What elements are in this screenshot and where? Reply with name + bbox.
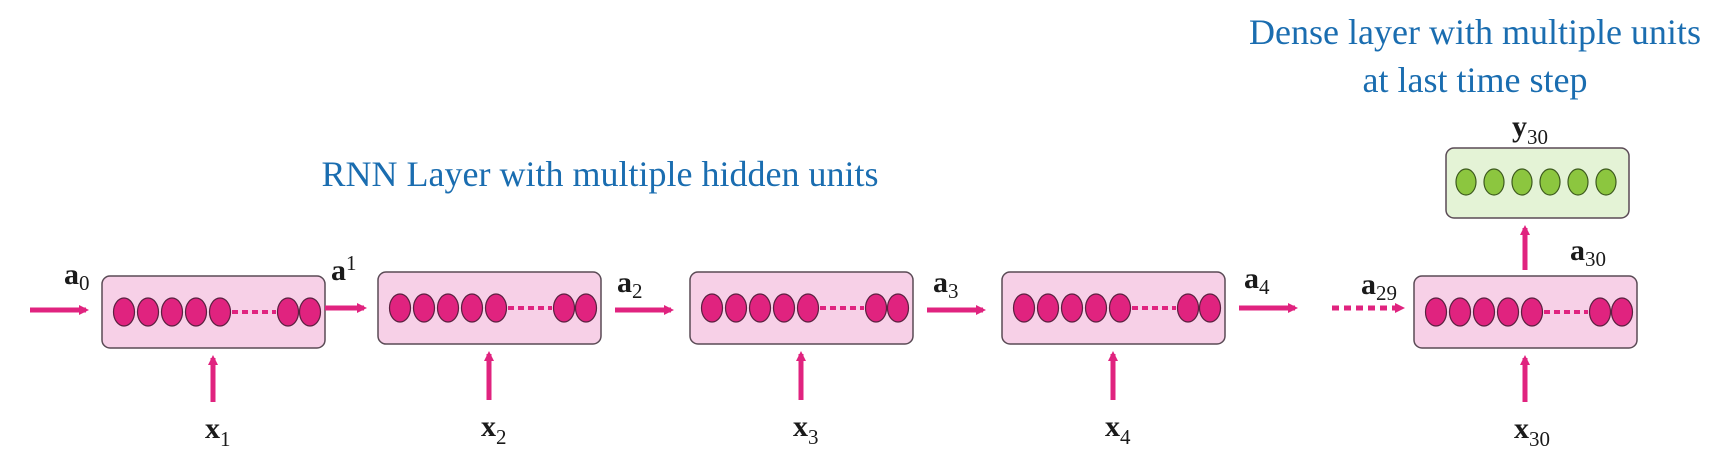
hidden-units [112,293,1634,327]
dense-units [1455,168,1617,196]
output-label-y30: y30 [1512,110,1548,149]
dense-unit [1539,168,1561,196]
hidden-unit [1012,293,1036,323]
hidden-unit [1060,293,1084,323]
hidden-unit [700,293,724,323]
input-label-x2: x2 [481,410,507,449]
state-label-a30: a30 [1570,234,1606,271]
hidden-unit [184,297,208,327]
state-label-a2: a2 [617,266,643,303]
hidden-unit [388,293,412,323]
hidden-unit [460,293,484,323]
hidden-unit [484,293,508,323]
hidden-unit [748,293,772,323]
hidden-unit [772,293,796,323]
hidden-unit [886,293,910,323]
hidden-unit [208,297,232,327]
state-label-a1: a1 [331,251,357,287]
hidden-unit [112,297,136,327]
hidden-unit [1198,293,1222,323]
hidden-unit [1496,297,1520,327]
rnn-layer-title: RNN Layer with multiple hidden units [322,154,879,194]
dense-layer-box [1445,147,1630,219]
hidden-unit [1176,293,1200,323]
state-label-a3: a3 [933,266,959,303]
hidden-unit [574,293,598,323]
hidden-unit [298,297,322,327]
hidden-unit [1108,293,1132,323]
state-label-a0: a0 [64,258,90,295]
hidden-unit [1036,293,1060,323]
hidden-unit [412,293,436,323]
dense-layer-title-line2: at last time step [1363,60,1588,100]
state-label-a29: a29 [1361,268,1397,305]
hidden-unit [864,293,888,323]
hidden-unit [1588,297,1612,327]
dense-unit [1455,168,1477,196]
hidden-unit [796,293,820,323]
input-label-x1: x1 [205,412,231,451]
hidden-unit [724,293,748,323]
hidden-unit [136,297,160,327]
input-label-x4: x4 [1105,410,1131,449]
hidden-unit [1448,297,1472,327]
state-label-a4: a4 [1244,262,1270,299]
dense-unit [1595,168,1617,196]
hidden-unit [1610,297,1634,327]
hidden-unit [1424,297,1448,327]
hidden-unit [1084,293,1108,323]
dense-layer-title-line1: Dense layer with multiple units [1249,12,1701,52]
hidden-unit [1472,297,1496,327]
hidden-unit [552,293,576,323]
input-label-x3: x3 [793,410,819,449]
dense-unit [1567,168,1589,196]
hidden-unit [160,297,184,327]
hidden-unit [1520,297,1544,327]
hidden-unit [436,293,460,323]
hidden-unit [276,297,300,327]
input-label-x30: x30 [1514,412,1550,451]
dense-unit [1511,168,1533,196]
dense-unit [1483,168,1505,196]
